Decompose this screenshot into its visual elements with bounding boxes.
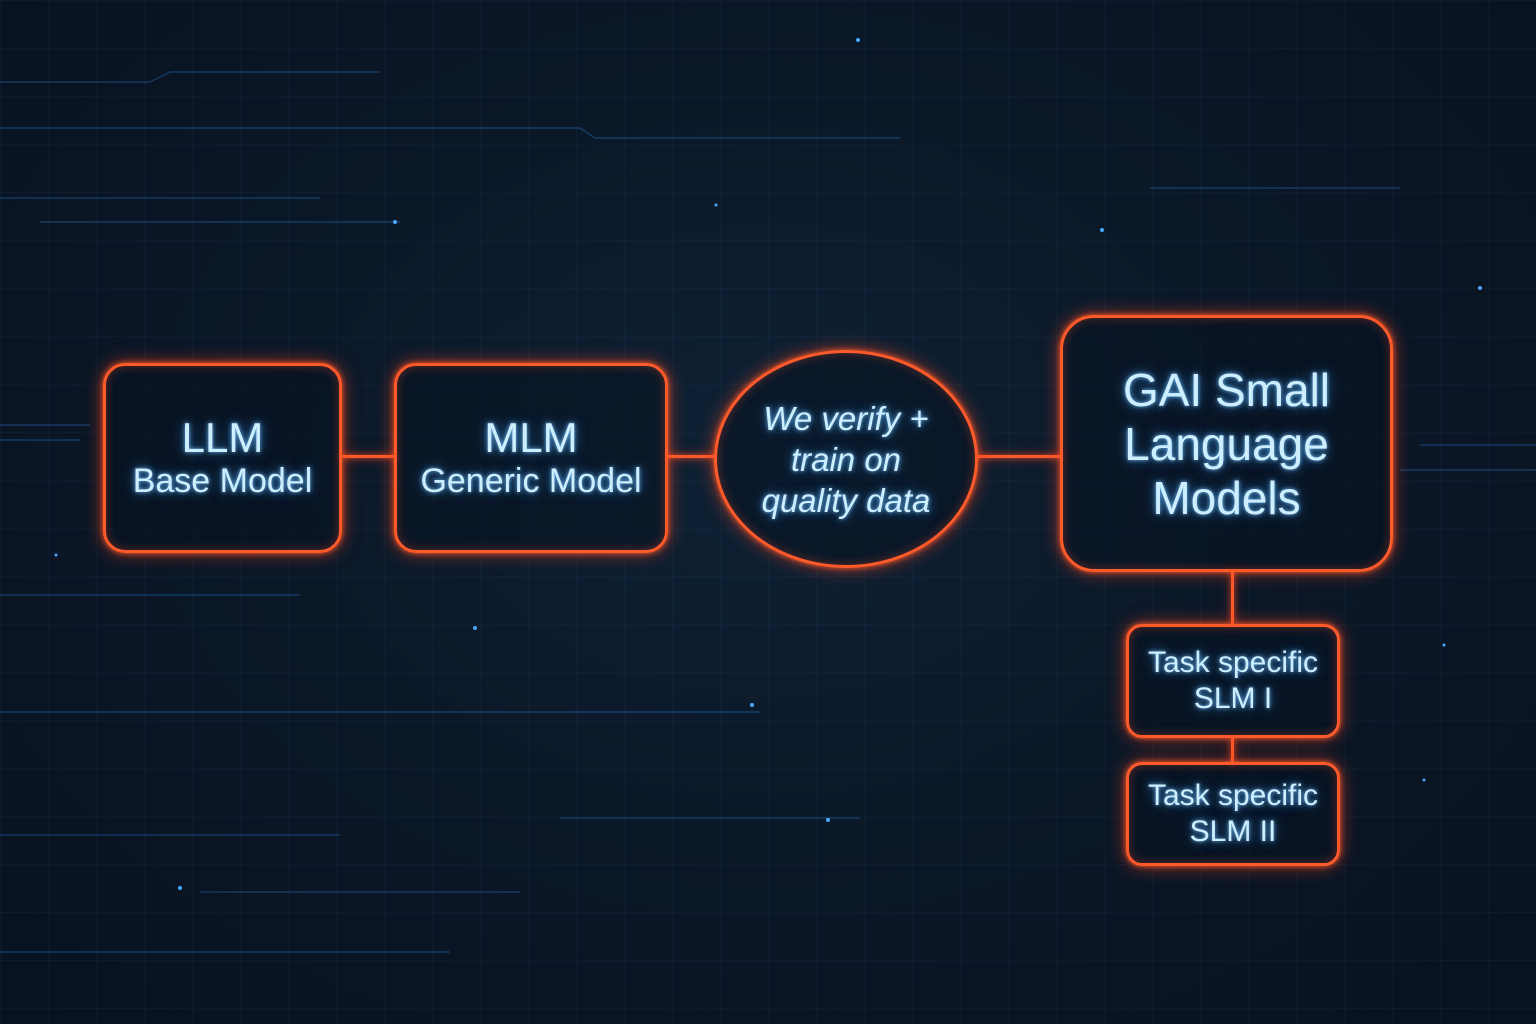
llm-subtitle: Base Model [132, 462, 313, 500]
task-specific-slm-1-node: Task specific SLM I [1126, 624, 1340, 738]
mlm-generic-model-node: MLM Generic Model [394, 363, 668, 553]
gai-line-2: Language [1124, 417, 1329, 470]
task-specific-slm-2-node: Task specific SLM II [1126, 762, 1340, 866]
gai-small-language-models-node: GAI Small Language Models [1060, 315, 1393, 572]
mlm-title: MLM [484, 414, 578, 461]
connector-task1-task2 [1231, 736, 1234, 764]
verify-train-ellipse: We verify + train on quality data [714, 350, 978, 568]
connector-mlm-verify [666, 455, 716, 458]
connector-llm-mlm [340, 455, 396, 458]
connector-gai-task1 [1231, 570, 1234, 626]
connector-verify-gai [976, 455, 1062, 458]
task1-line-1: Task specific [1147, 646, 1319, 679]
llm-base-model-node: LLM Base Model [103, 363, 342, 553]
verify-line-2: train on [790, 440, 902, 478]
task1-line-2: SLM I [1193, 682, 1273, 715]
llm-title: LLM [181, 414, 264, 461]
verify-line-3: quality data [761, 481, 931, 519]
task2-line-2: SLM II [1189, 815, 1277, 848]
gai-line-3: Models [1152, 471, 1301, 524]
mlm-subtitle: Generic Model [420, 462, 642, 500]
task2-line-1: Task specific [1147, 779, 1319, 812]
verify-line-1: We verify + [763, 399, 929, 437]
gai-line-1: GAI Small [1122, 363, 1331, 416]
